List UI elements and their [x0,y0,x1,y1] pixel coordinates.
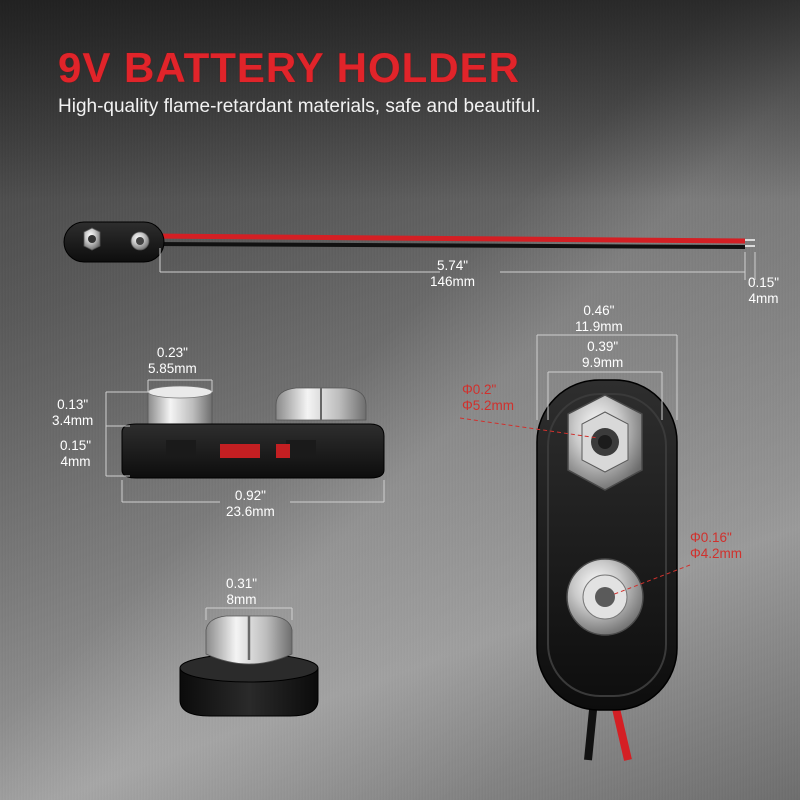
dim-wire-tip: 0.15" 4mm [748,275,780,306]
red-wire-segment [220,444,260,458]
dim-large-hole: Φ0.2" Φ5.2mm [462,382,515,413]
dim-outer-width: 0.46" 11.9mm [575,303,623,334]
holder-with-wires [63,221,756,280]
dim-snap-width: 0.23" 5.85mm [148,345,197,376]
holder-front-closeup [459,334,691,761]
dim-base-height: 0.15" 4mm [60,438,92,469]
page-subtitle: High-quality flame-retardant materials, … [58,96,541,117]
page-title: 9V BATTERY HOLDER [58,44,520,91]
dim-hex-width: 0.31" 8mm [226,576,258,607]
dim-inner-width: 0.39" 9.9mm [582,339,624,370]
dim-small-hole: Φ0.16" Φ4.2mm [690,530,743,561]
red-wire [149,233,746,244]
hex-terminal-closeup [179,607,319,717]
leader-line-red [459,417,599,439]
dim-wire-length: 5.74" 146mm [430,258,476,289]
dim-snap-height: 0.13" 3.4mm [52,397,94,428]
black-wire [149,242,746,249]
holder-side-view [105,379,385,503]
dim-base-length: 0.92" 23.6mm [226,488,275,519]
